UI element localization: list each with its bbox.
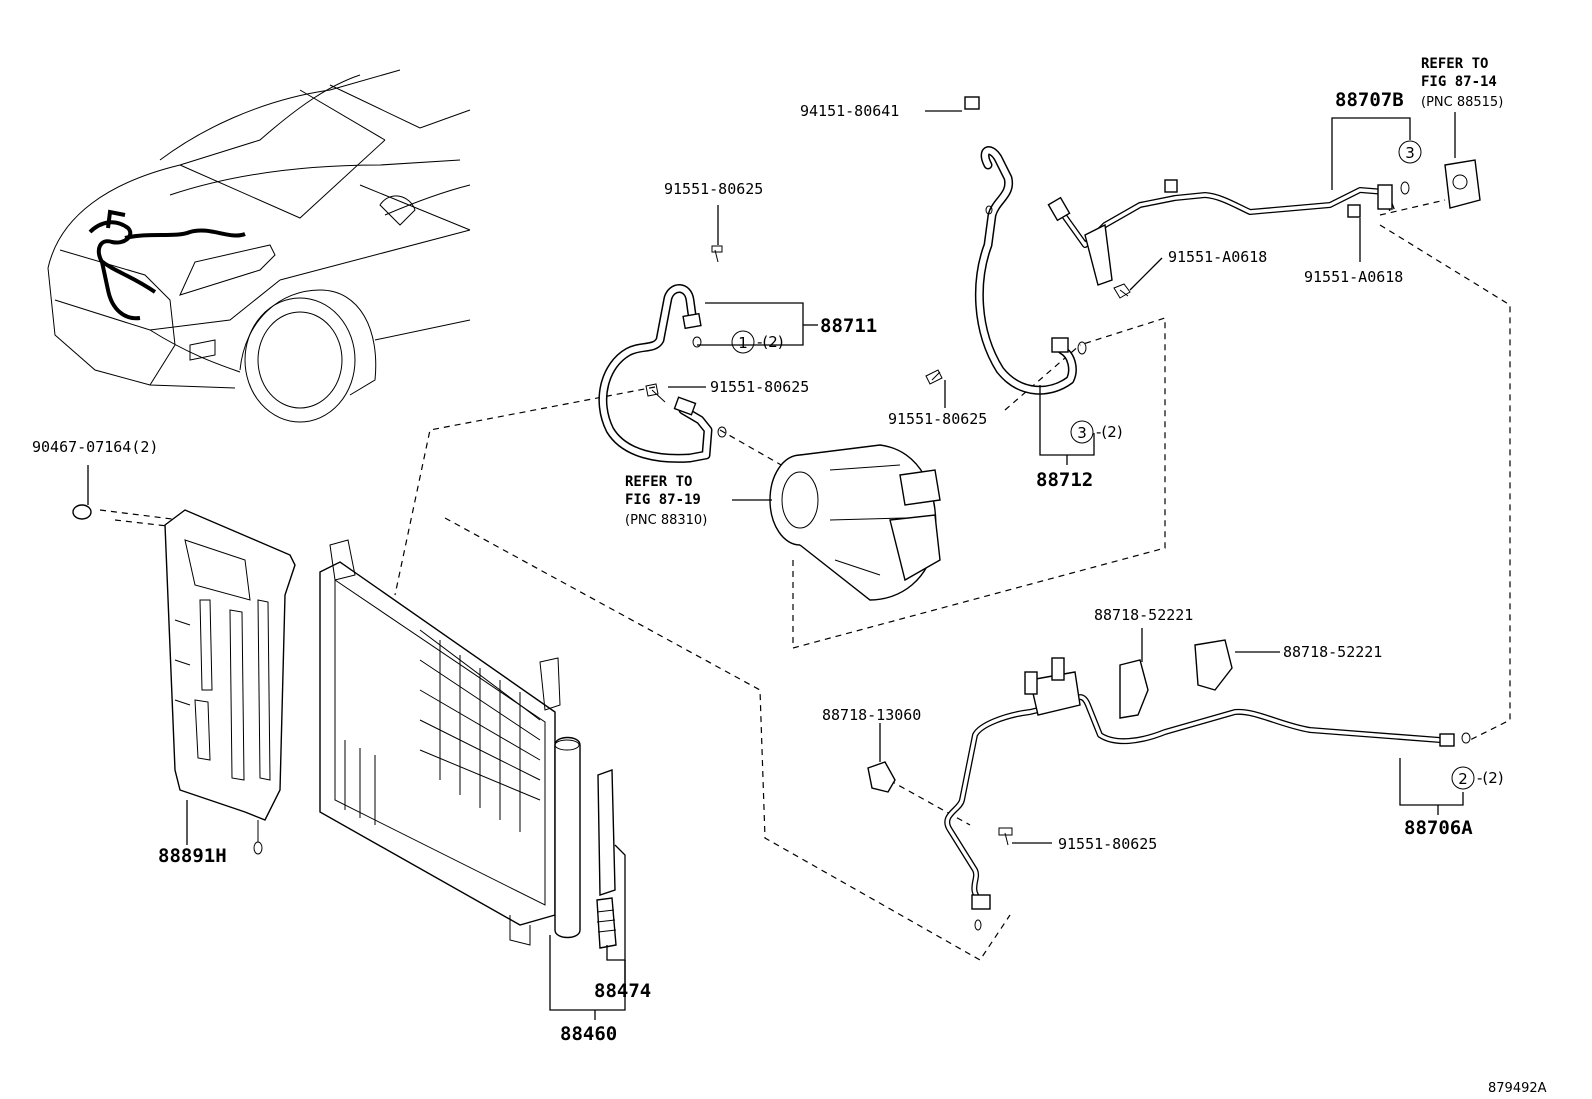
part-88460-label: 88460: [560, 1023, 617, 1045]
part-91551-80625-a-label: 91551-80625: [664, 180, 763, 198]
refer-to-mid-label: REFER TO: [625, 474, 692, 490]
part-88706A-label: 88706A: [1404, 817, 1473, 839]
circle-ref-3-top-text: 3: [1405, 144, 1415, 162]
seal-88891H: [72, 504, 296, 855]
refer-to-top-fig: FIG 87-14: [1421, 74, 1497, 90]
part-90467-07164-label: 90467-07164(2): [32, 438, 158, 456]
pipe-88706A: [867, 639, 1471, 931]
suction-hose-88711: [598, 245, 727, 463]
circle-ref-3-bottom-text: 3: [1077, 424, 1087, 442]
part-labels: REFER TO FIG 87-14 (PNC 88515) 88707B 94…: [32, 56, 1547, 1096]
pipe-88707B: [1047, 159, 1481, 299]
figure-id-label: 879492A: [1488, 1081, 1547, 1096]
part-91551-A0618-a-label: 91551-A0618: [1168, 248, 1267, 266]
refer-to-mid-fig: FIG 87-19: [625, 492, 701, 508]
part-88891H-label: 88891H: [158, 845, 227, 867]
circle-ref-1-text: 1: [738, 334, 748, 352]
part-91551-80625-d-label: 91551-80625: [1058, 835, 1157, 853]
circle-ref-2: [1451, 766, 1475, 790]
compressor: [769, 444, 941, 601]
circle-ref-3-bottom: [1070, 420, 1094, 444]
circle-ref-1: [731, 330, 755, 354]
part-88718-52221-b-label: 88718-52221: [1283, 643, 1382, 661]
part-91551-80625-c-label: 91551-80625: [888, 410, 987, 428]
circle-2-qty: -(2): [1477, 769, 1504, 787]
refer-to-top-pnc: (PNC 88515): [1421, 95, 1503, 110]
circle-3-qty: -(2): [1096, 423, 1123, 441]
leader-lines: [87, 110, 1464, 1020]
vehicle-illustration: [47, 69, 471, 423]
part-94151-80641-label: 94151-80641: [800, 102, 899, 120]
part-88474-label: 88474: [594, 980, 651, 1002]
refer-to-top-label: REFER TO: [1421, 56, 1488, 72]
circle-1-qty: -(2): [757, 333, 784, 351]
part-88711-label: 88711: [820, 315, 877, 337]
circle-ref-3-top: [1398, 140, 1422, 164]
part-91551-A0618-b-label: 91551-A0618: [1304, 268, 1403, 286]
refer-to-mid-pnc: (PNC 88310): [625, 513, 707, 528]
circled-references: 1 3 3 2: [731, 140, 1475, 790]
part-88707B-label: 88707B: [1335, 89, 1404, 111]
part-88718-13060-label: 88718-13060: [822, 706, 921, 724]
part-88712-label: 88712: [1036, 469, 1093, 491]
condenser-88460: [319, 539, 617, 949]
part-88718-52221-a-label: 88718-52221: [1094, 606, 1193, 624]
part-91551-80625-b-label: 91551-80625: [710, 378, 809, 396]
discharge-hose-88712: [925, 96, 1087, 395]
circle-ref-2-text: 2: [1458, 770, 1468, 788]
